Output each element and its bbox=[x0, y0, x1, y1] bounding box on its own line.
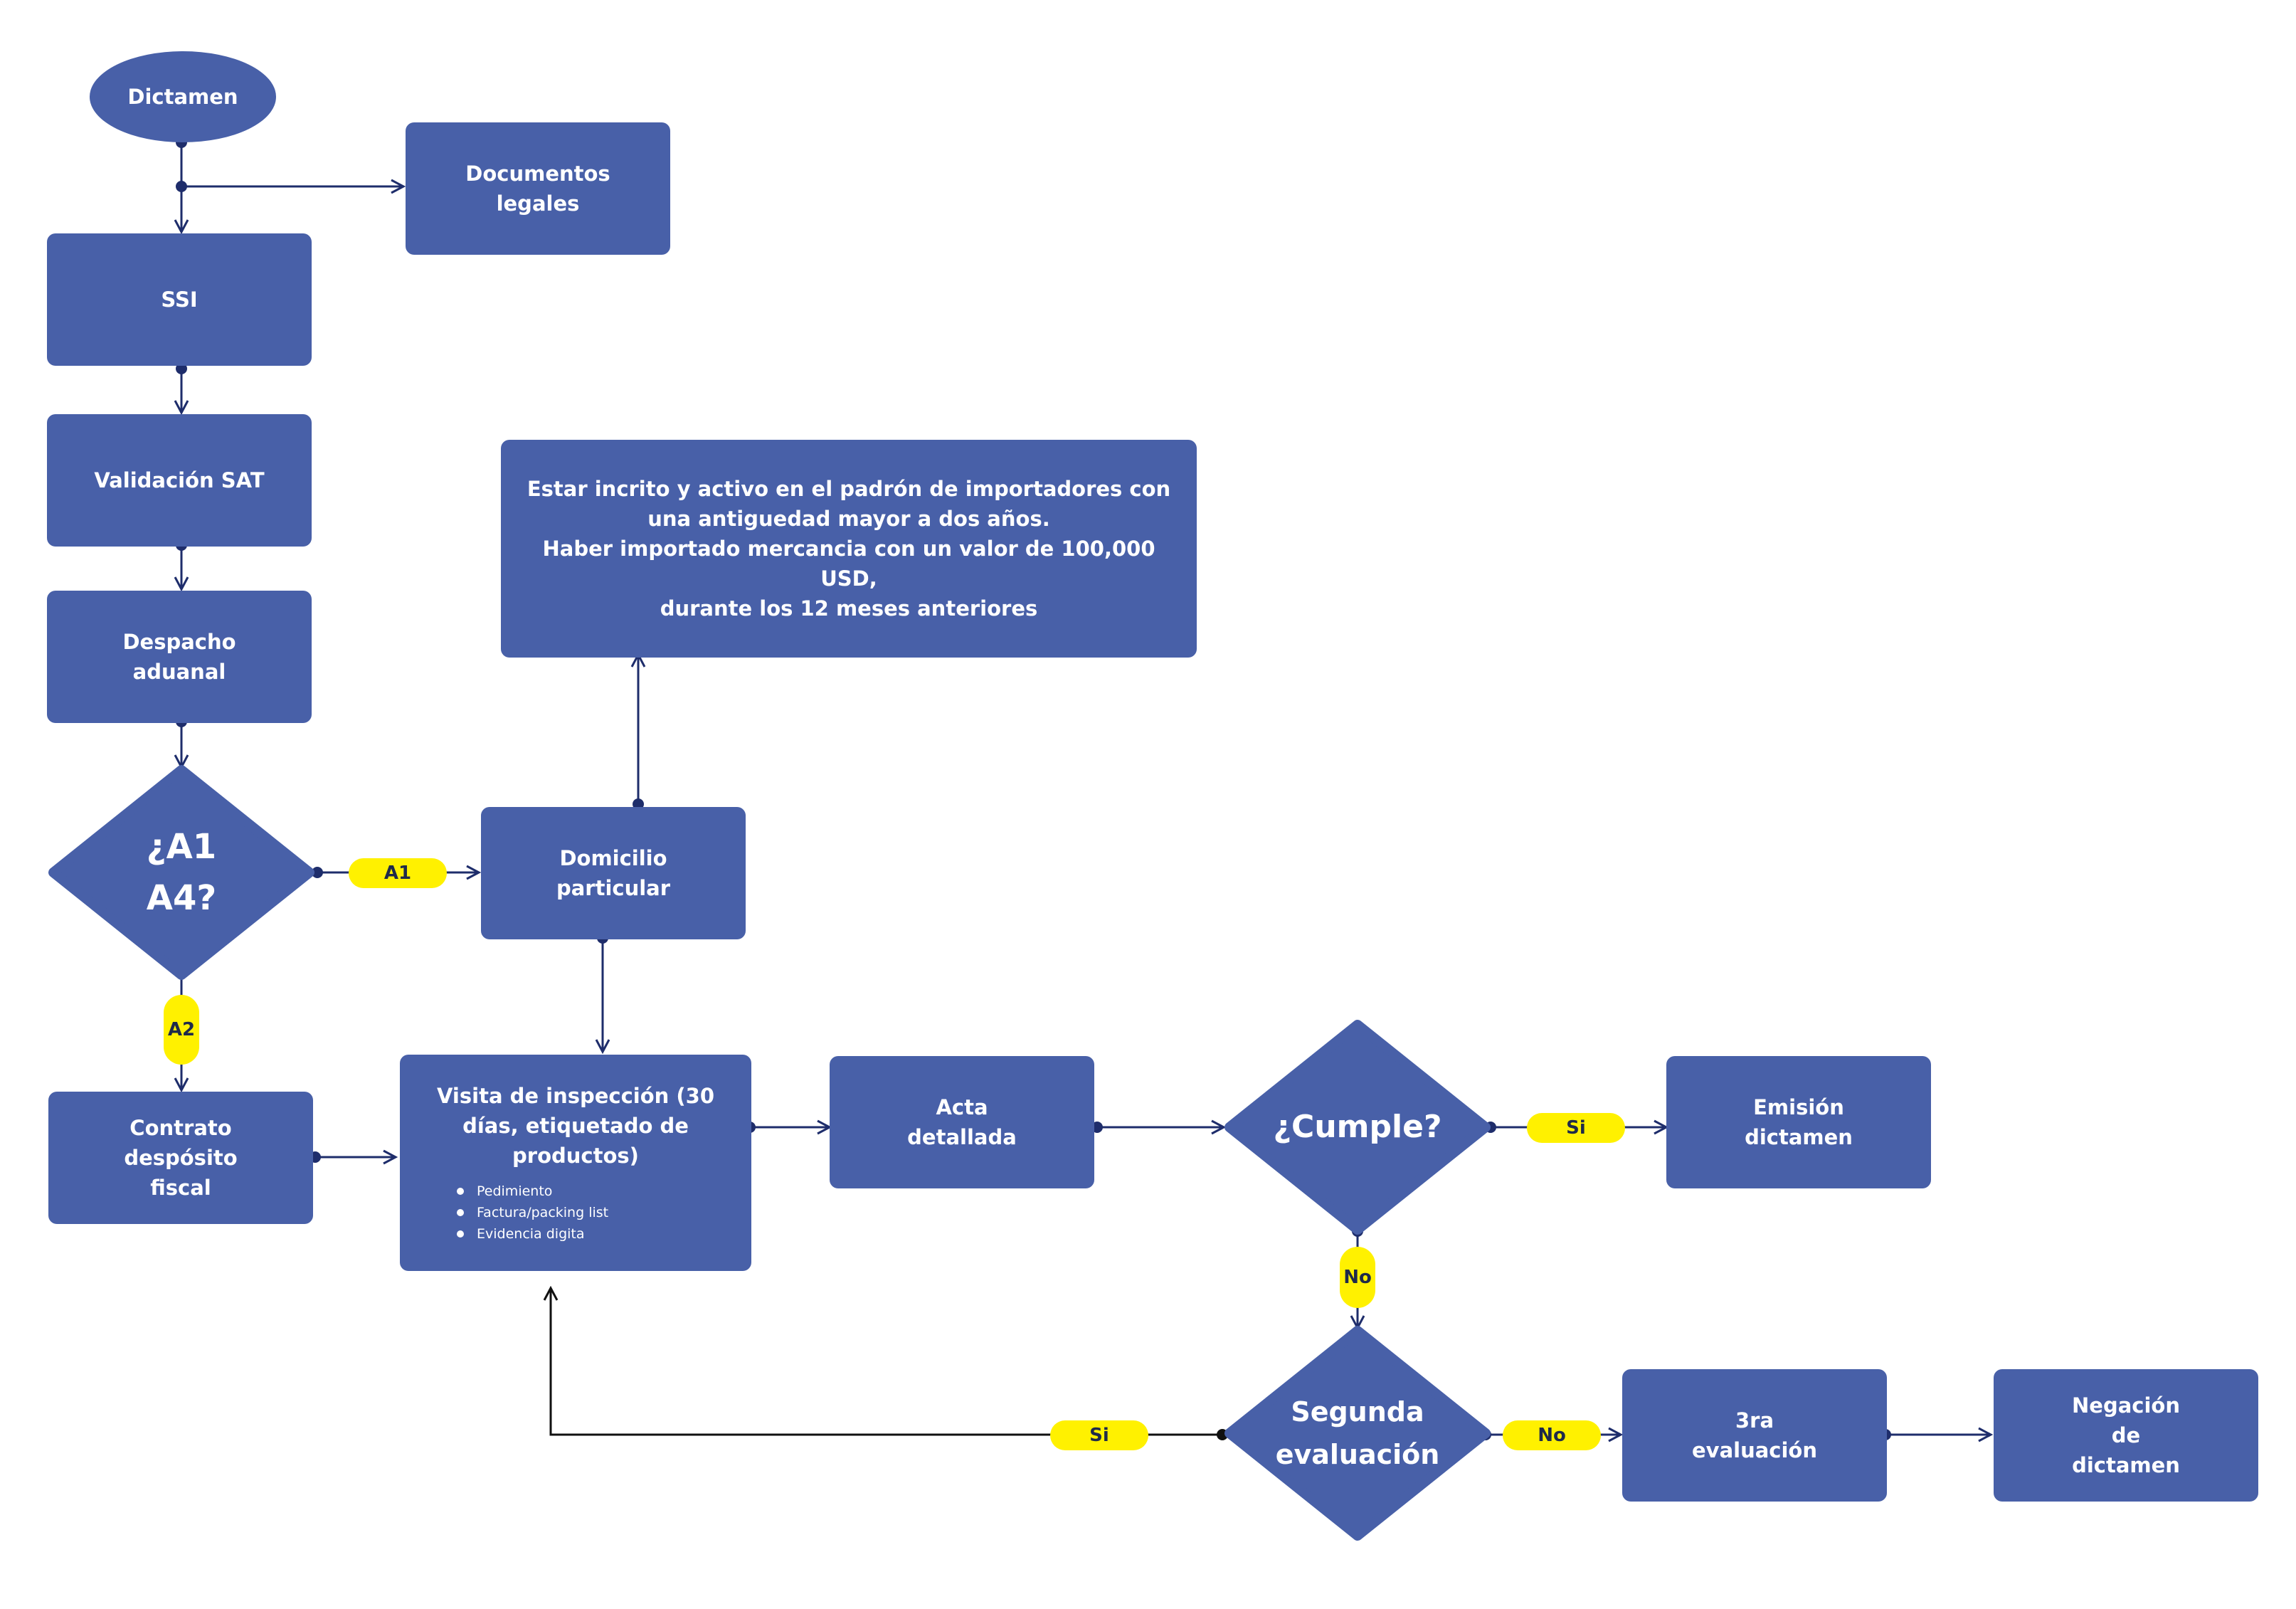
decision-a1-a4[interactable]: ¿A1 A4? bbox=[75, 816, 288, 929]
edge-label-segunda-si: Si bbox=[1050, 1420, 1148, 1450]
node-ssi[interactable]: SSI bbox=[47, 233, 312, 366]
ssi-label: SSI bbox=[161, 287, 198, 312]
edge-label-a2: A2 bbox=[164, 995, 199, 1065]
list-item: Pedimiento bbox=[457, 1181, 737, 1202]
decision-segunda-label: Segunda evaluación bbox=[1275, 1396, 1440, 1470]
node-emision-dictamen[interactable]: Emisión dictamen bbox=[1666, 1056, 1931, 1188]
despacho-aduanal-label: Despacho aduanal bbox=[122, 630, 236, 684]
decision-segunda-evaluacion[interactable]: Segunda evaluación bbox=[1244, 1383, 1471, 1483]
contrato-deposito-label: Contrato despósito fiscal bbox=[124, 1116, 238, 1200]
node-tercera-evaluacion[interactable]: 3ra evaluación bbox=[1622, 1369, 1887, 1502]
node-acta-detallada[interactable]: Acta detallada bbox=[830, 1056, 1094, 1188]
start-node-dictamen[interactable]: Dictamen bbox=[90, 51, 276, 142]
decision-cumple-shape bbox=[1224, 1020, 1491, 1235]
node-despacho-aduanal[interactable]: Despacho aduanal bbox=[47, 591, 312, 723]
edge-segunda-visita bbox=[551, 1288, 1222, 1436]
documentos-legales-label: Documentos legales bbox=[465, 162, 610, 216]
visita-inspeccion-list: Pedimiento Factura/packing list Evidenci… bbox=[414, 1181, 737, 1245]
negacion-dictamen-label: Negación de dictamen bbox=[2072, 1393, 2180, 1477]
visita-inspeccion-title: Visita de inspección (30 días, etiquetad… bbox=[437, 1084, 714, 1168]
list-item: Factura/packing list bbox=[457, 1202, 737, 1223]
list-item: Evidencia digita bbox=[457, 1223, 737, 1245]
acta-detallada-label: Acta detallada bbox=[907, 1095, 1017, 1149]
node-requisitos[interactable]: Estar incrito y activo en el padrón de i… bbox=[501, 440, 1197, 658]
tercera-evaluacion-label: 3ra evaluación bbox=[1692, 1408, 1817, 1462]
emision-dictamen-label: Emisión dictamen bbox=[1745, 1095, 1853, 1149]
decision-segunda-shape bbox=[1224, 1326, 1491, 1541]
decision-cumple-label: ¿Cumple? bbox=[1273, 1109, 1442, 1145]
validacion-sat-label: Validación SAT bbox=[94, 468, 265, 492]
node-documentos-legales[interactable]: Documentos legales bbox=[406, 122, 670, 255]
node-contrato-deposito-fiscal[interactable]: Contrato despósito fiscal bbox=[48, 1092, 313, 1224]
edge-label-cumple-no: No bbox=[1340, 1247, 1375, 1308]
node-visita-inspeccion[interactable]: Visita de inspección (30 días, etiquetad… bbox=[400, 1055, 751, 1271]
decision-a1-a4-label: ¿A1 A4? bbox=[146, 827, 217, 918]
domicilio-particular-label: Domicilio particular bbox=[556, 846, 671, 900]
edge-label-cumple-si: Si bbox=[1527, 1113, 1625, 1143]
edge-label-segunda-no: No bbox=[1503, 1420, 1601, 1450]
requisitos-text: Estar incrito y activo en el padrón de i… bbox=[527, 477, 1171, 621]
node-domicilio-particular[interactable]: Domicilio particular bbox=[481, 807, 746, 939]
edge-label-a1: A1 bbox=[349, 858, 447, 888]
node-negacion-dictamen[interactable]: Negación de dictamen bbox=[1994, 1369, 2258, 1502]
dictamen-label: Dictamen bbox=[127, 85, 238, 109]
node-validacion-sat[interactable]: Validación SAT bbox=[47, 414, 312, 547]
decision-cumple[interactable]: ¿Cumple? bbox=[1244, 1099, 1471, 1156]
decision-a1-a4-shape bbox=[48, 765, 314, 980]
